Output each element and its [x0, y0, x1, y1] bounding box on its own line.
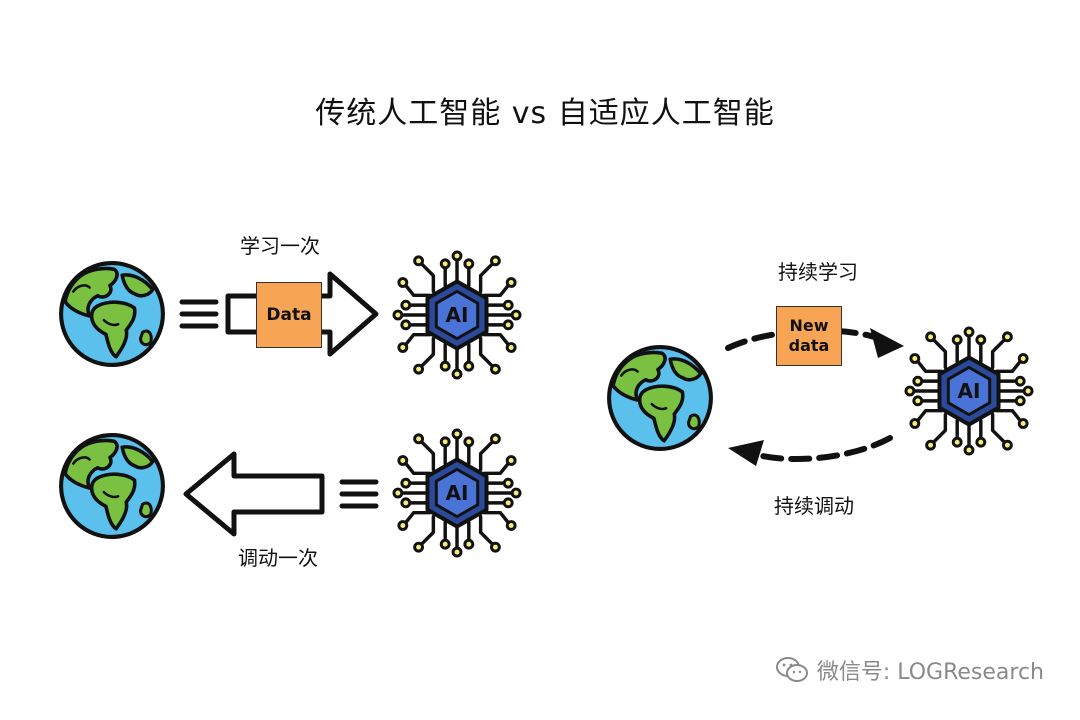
watermark: 微信号: LOGResearch — [775, 654, 1044, 686]
ai-chip-label: AI — [445, 481, 469, 505]
continuous-learning-label: 持续学习 — [778, 260, 858, 284]
data-box-label: Data — [266, 305, 312, 325]
globe-icon — [56, 258, 168, 370]
globe-icon — [604, 342, 716, 454]
left-arrow-icon — [183, 451, 379, 537]
new-data-line2: data — [788, 336, 830, 355]
ai-chip-label: AI — [957, 379, 981, 403]
deploy-once-label: 调动一次 — [238, 546, 318, 570]
wechat-icon — [775, 657, 808, 682]
new-data-box: New data — [776, 306, 842, 366]
globe-icon — [56, 430, 168, 542]
page-title: 传统人工智能 vs 自适应人工智能 — [315, 96, 775, 131]
learn-once-label: 学习一次 — [240, 234, 320, 258]
new-data-line1: New — [789, 316, 829, 335]
ai-chip-label: AI — [445, 303, 469, 327]
data-box: Data — [256, 282, 322, 348]
continuous-deploy-label: 持续调动 — [774, 494, 854, 518]
watermark-text: 微信号: LOGResearch — [816, 660, 1044, 685]
